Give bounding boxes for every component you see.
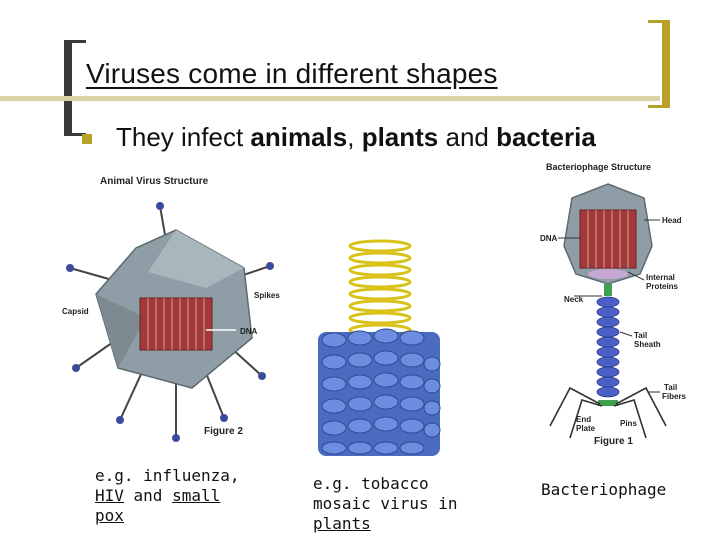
caption-animal-line1: e.g. influenza, xyxy=(95,466,240,485)
title-bar xyxy=(0,96,660,101)
bullet-sep1: , xyxy=(347,122,362,152)
caption-animal-virus: e.g. influenza, HIV and small pox xyxy=(95,466,240,526)
animal-virus-figure: Animal Virus Structure Spikes Capsid DNA… xyxy=(62,176,280,442)
label-phage-dna: DNA xyxy=(540,234,558,243)
caption-bacteriophage: Bacteriophage xyxy=(541,480,667,499)
label-tail-sheath-1: Tail xyxy=(634,331,647,340)
caption-tmv-line2: mosaic virus in xyxy=(313,494,458,513)
caption-tmv: e.g. tobacco mosaic virus in plants xyxy=(313,474,458,534)
label-end-plate-1: End xyxy=(576,415,591,424)
bullet-plants: plants xyxy=(361,122,439,152)
right-bracket-decoration xyxy=(648,20,670,108)
slide-title: Viruses come in different shapes xyxy=(86,58,498,89)
caption-pox: pox xyxy=(95,506,124,525)
bullet-text: They infect animals, plants and bacteria xyxy=(116,122,596,153)
label-internal-2: Proteins xyxy=(646,282,679,291)
label-pins: Pins xyxy=(620,419,637,428)
label-head: Head xyxy=(662,216,682,225)
label-capsid: Capsid xyxy=(62,307,89,316)
phage-figure-number: Figure 1 xyxy=(594,436,633,447)
animal-figure-title: Animal Virus Structure xyxy=(100,176,209,187)
label-spikes: Spikes xyxy=(254,291,280,300)
caption-tmv-line1: e.g. tobacco xyxy=(313,474,429,493)
label-dna: DNA xyxy=(240,327,258,336)
caption-small: small xyxy=(172,486,221,505)
label-end-plate-2: Plate xyxy=(576,424,596,433)
label-internal-1: Internal xyxy=(646,273,675,282)
bullet-animals: animals xyxy=(250,122,348,152)
tmv-illustration xyxy=(318,239,441,456)
left-bracket-decoration xyxy=(64,40,86,136)
label-tail-fibers-1: Tail xyxy=(664,383,677,392)
caption-and: and xyxy=(123,486,173,505)
bacteriophage-figure: Bacteriophage Structure Head DNA Interna… xyxy=(540,162,687,447)
caption-plants: plants xyxy=(313,514,371,533)
bullet-sep2: and xyxy=(438,122,497,152)
caption-hiv: HIV xyxy=(95,486,124,505)
phage-figure-title: Bacteriophage Structure xyxy=(546,162,651,172)
caption-animal-line2: HIV and small xyxy=(95,486,240,506)
label-tail-fibers-2: Fibers xyxy=(662,392,687,401)
bullet-prefix: They infect xyxy=(116,122,251,152)
label-neck: Neck xyxy=(564,295,584,304)
bullet-bacteria: bacteria xyxy=(496,122,596,152)
animal-figure-number: Figure 2 xyxy=(204,426,243,437)
bullet-marker xyxy=(82,134,92,144)
label-tail-sheath-2: Sheath xyxy=(634,340,661,349)
